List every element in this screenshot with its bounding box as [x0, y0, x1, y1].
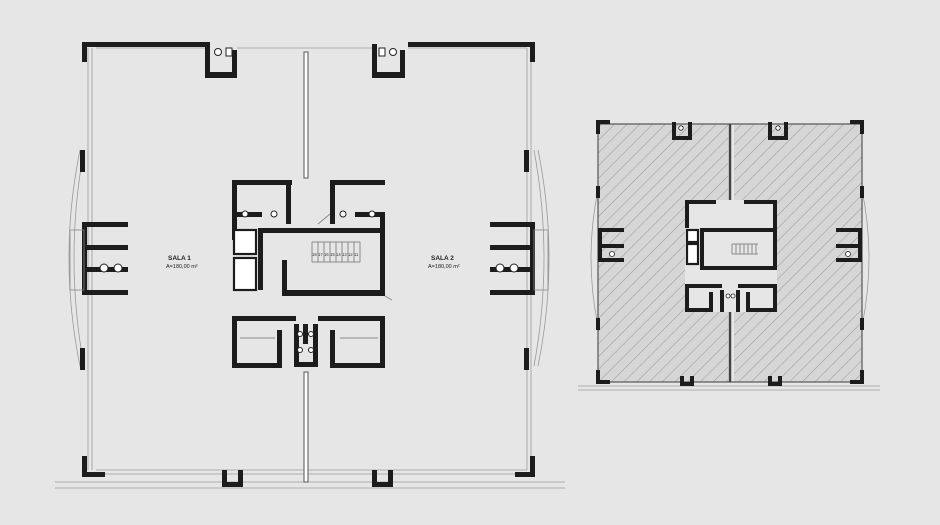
- stair-number: 13: [342, 252, 347, 257]
- top-left-wc: [205, 44, 237, 78]
- stair-number: 18: [312, 252, 317, 257]
- room-1-area: A=180,00 m²: [166, 264, 198, 270]
- curtain-wall-lines: [55, 47, 565, 489]
- lower-service-block: [232, 316, 385, 368]
- room-2-name: SALA 2: [431, 255, 454, 262]
- central-partition: [303, 51, 309, 179]
- stair-number: 17: [318, 252, 323, 257]
- stair-numbers: 18 17 16 15 14 13 12 11: [312, 252, 359, 257]
- left-side-wc: [69, 222, 128, 295]
- corner-walls: [80, 42, 535, 477]
- entrance-walls: [222, 470, 393, 487]
- building-core: [232, 180, 393, 301]
- stair-treads-small: [731, 243, 758, 255]
- stair-number: 16: [324, 252, 329, 257]
- room-1-name: SALA 1: [168, 255, 191, 262]
- stair-number: 11: [354, 252, 359, 257]
- stair-number: 15: [330, 252, 335, 257]
- hatched-floor-plan: [578, 120, 880, 391]
- stair-treads: [311, 241, 361, 263]
- central-partition: [303, 371, 309, 483]
- detailed-floor-plan: SALA 1 A=180,00 m² SALA 2 A=180,00 m² 18…: [55, 42, 565, 489]
- top-right-wc: [372, 44, 405, 78]
- stair-number: 14: [336, 252, 341, 257]
- room-2-area: A=180,00 m²: [428, 264, 460, 270]
- right-side-wc: [490, 222, 549, 295]
- stair-number: 12: [348, 252, 353, 257]
